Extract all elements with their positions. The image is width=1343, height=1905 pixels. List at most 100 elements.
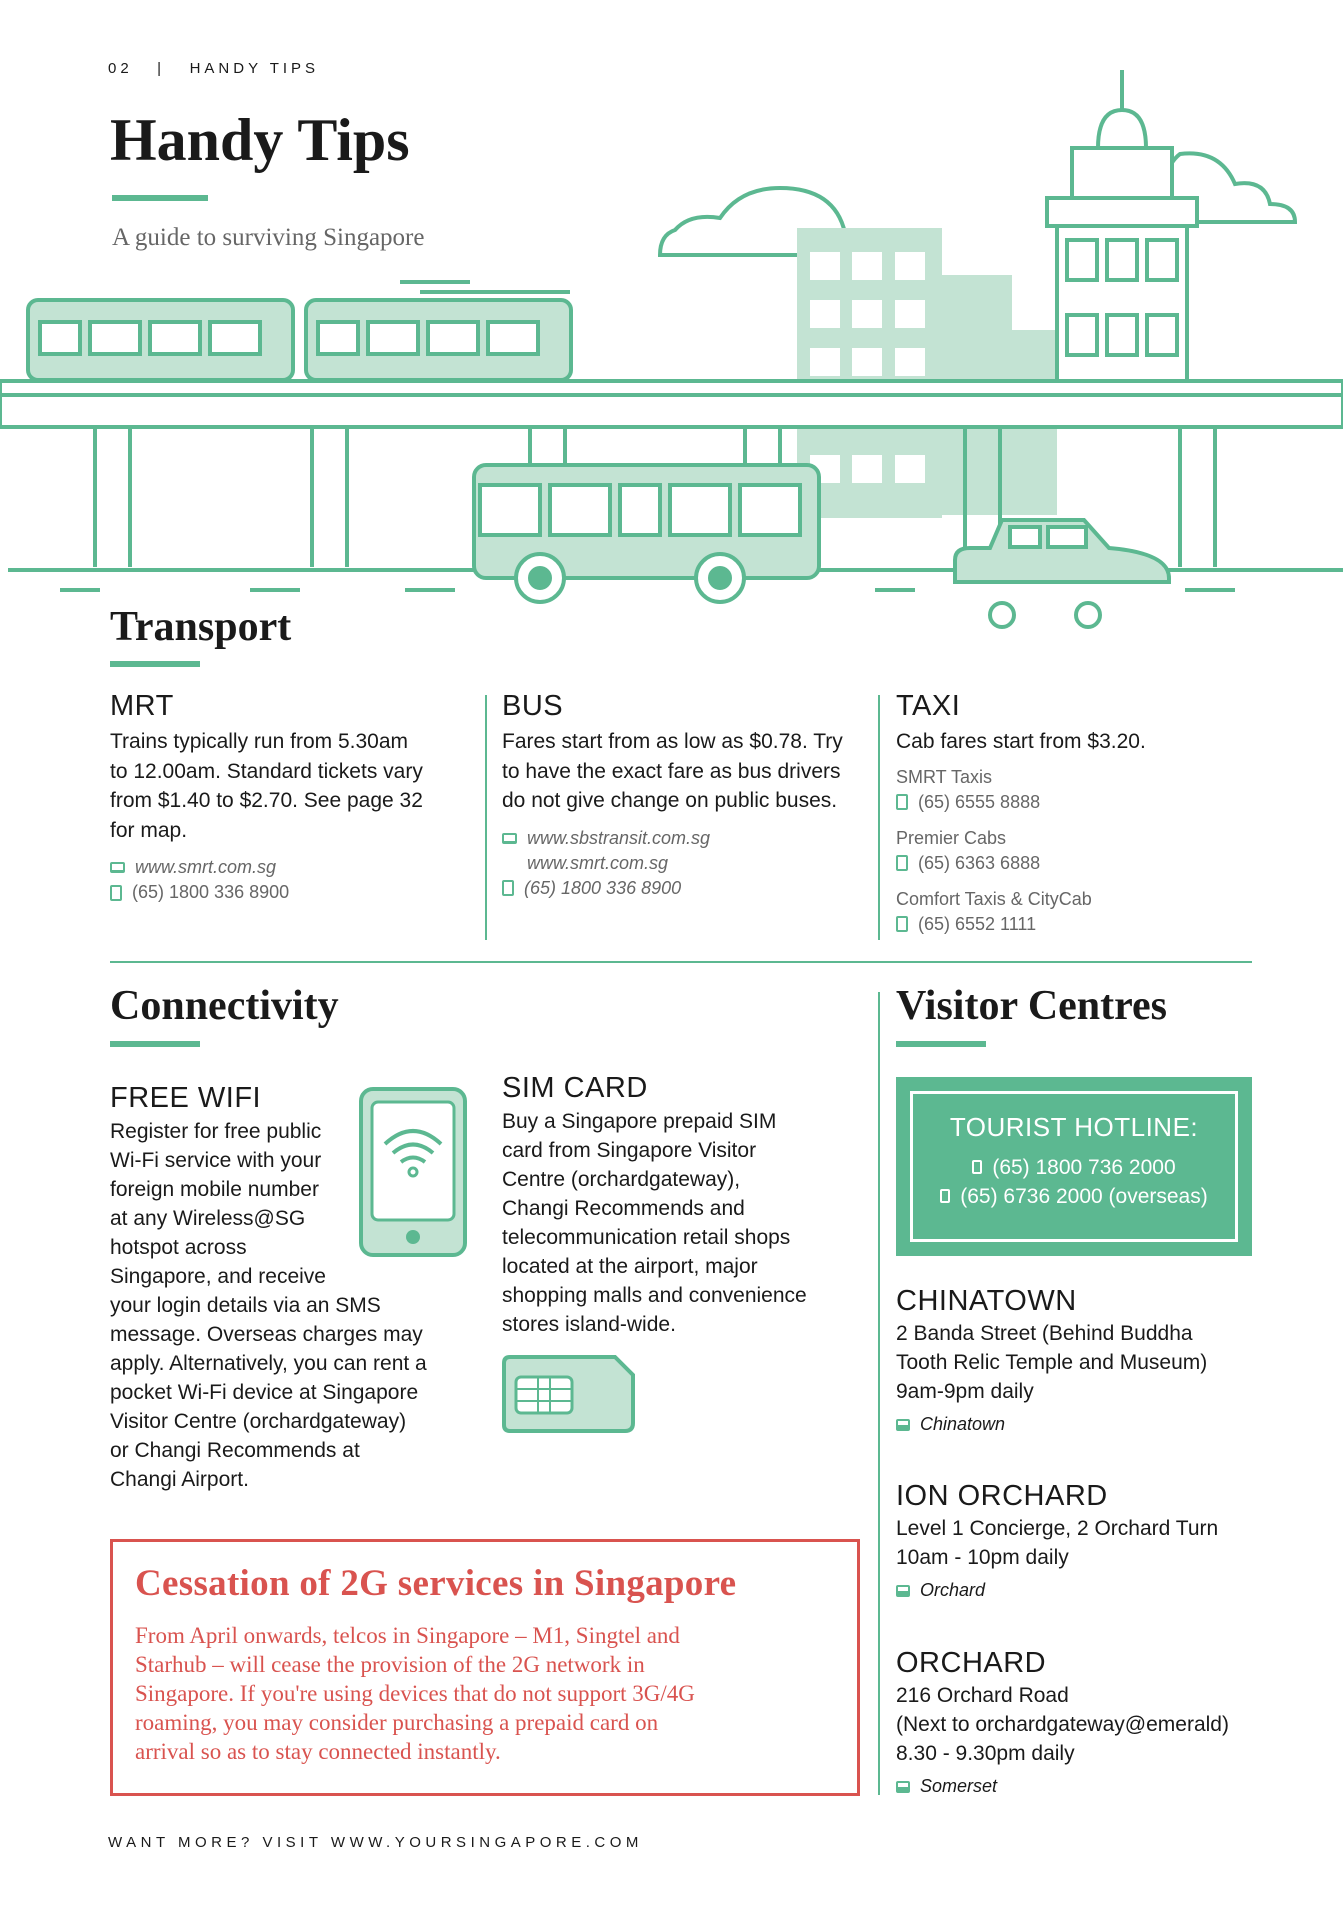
phone-icon (896, 855, 908, 871)
page-header: 02 | HANDY TIPS (108, 60, 320, 77)
taxi-section: TAXI Cab fares start from $3.20. SMRT Ta… (896, 690, 1256, 937)
connectivity-title: Connectivity (110, 983, 339, 1029)
transport-title: Transport (110, 604, 292, 650)
bus-website-link[interactable]: www.sbstransit.com.sg (527, 827, 711, 848)
mrt-section: MRT Trains typically run from 5.30am to … (110, 690, 470, 905)
visitor-centres-title: Visitor Centres (896, 983, 1168, 1029)
page-title: Handy Tips (110, 107, 410, 173)
viaduct (0, 379, 1343, 429)
taxi-heading: TAXI (896, 690, 961, 722)
centre-name: CHINATOWN (896, 1285, 1077, 1317)
sim-body-line: located at the airport, major (502, 1255, 758, 1278)
monitor-icon (110, 862, 125, 873)
mrt-heading: MRT (110, 690, 174, 722)
sim-heading: SIM CARD (502, 1072, 648, 1104)
sim-body-line: Changi Recommends and (502, 1197, 745, 1220)
sim-body-line: card from Singapore Visitor (502, 1139, 757, 1162)
train-icon (896, 1584, 910, 1597)
bus-section: BUS Fares start from as low as $0.78. Tr… (502, 690, 872, 901)
taxi-phone: (65) 6555 8888 (918, 791, 1041, 812)
mrt-station: Chinatown (920, 1414, 1006, 1434)
centre-ion-orchard: ION ORCHARD Level 1 Concierge, 2 Orchard… (896, 1478, 1218, 1603)
column-divider (878, 695, 880, 940)
wifi-body-line: pocket Wi-Fi device at Singapore (110, 1381, 419, 1404)
title-underline (112, 195, 208, 201)
wifi-body-line: or Changi Recommends at (110, 1439, 360, 1462)
centre-line: 9am-9pm daily (896, 1380, 1034, 1403)
bus-icon (472, 463, 821, 604)
taxi-body: Cab fares start from $3.20. (896, 730, 1146, 753)
centre-chinatown: CHINATOWN 2 Banda Street (Behind Buddha … (896, 1283, 1207, 1437)
mrt-website-link[interactable]: www.smrt.com.sg (135, 857, 277, 877)
train-icon (896, 1780, 910, 1793)
bus-website-link[interactable]: www.smrt.com.sg (527, 852, 669, 873)
taxi-phone: (65) 6363 6888 (918, 852, 1041, 873)
centre-line: Level 1 Concierge, 2 Orchard Turn (896, 1517, 1219, 1540)
notice-body-line: Starhub – will cease the provision of th… (135, 1652, 645, 1677)
centre-line: 216 Orchard Road (896, 1684, 1069, 1707)
sim-card-icon (502, 1355, 635, 1433)
connectivity-underline (110, 1041, 200, 1047)
taxi-icon (953, 518, 1171, 629)
phone-icon (896, 794, 908, 810)
wifi-body-line: Singapore, and receive (110, 1265, 326, 1288)
mrt-station: Somerset (920, 1776, 998, 1796)
phone-icon (110, 884, 122, 901)
taxi-company-name: SMRT Taxis (896, 766, 993, 787)
wifi-body-line: your login details via an SMS (110, 1294, 381, 1317)
phone-icon (972, 1160, 983, 1174)
column-divider (485, 695, 487, 940)
notice-body-line: From April onwards, telcos in Singapore … (135, 1623, 680, 1648)
wifi-body-line: Changi Airport. (110, 1468, 249, 1491)
centre-line: (Next to orchardgateway@emerald) (896, 1713, 1229, 1736)
sim-body-line: telecommunication retail shops (502, 1226, 791, 1249)
wifi-phone-icon (359, 1087, 467, 1257)
sim-section: SIM CARD Buy a Singapore prepaid SIM car… (502, 1072, 872, 1339)
centre-orchard: ORCHARD 216 Orchard Road (Next to orchar… (896, 1645, 1229, 1799)
taxi-phone: (65) 6552 1111 (918, 913, 1037, 934)
phone-icon (502, 880, 514, 896)
tower-icon (1045, 70, 1199, 383)
wifi-body-line: at any Wireless@SG (110, 1207, 306, 1230)
bus-body-line: Fares start from as low as $0.78. Try (502, 730, 843, 753)
hotline-phone: (65) 6736 2000 (overseas) (960, 1185, 1208, 1208)
wifi-heading: FREE WIFI (110, 1082, 262, 1114)
notice-body-line: roaming, you may consider purchasing a p… (135, 1710, 659, 1735)
notice-body-line: arrival so as to stay connected instantl… (135, 1739, 501, 1764)
footer-link[interactable]: WANT MORE? VISIT WWW.YOURSINGAPORE.COM (108, 1834, 643, 1851)
bus-body-line: to have the exact fare as bus drivers (502, 759, 841, 783)
wifi-body-line: Register for free public (110, 1120, 322, 1143)
sim-body-line: Buy a Singapore prepaid SIM (502, 1110, 777, 1133)
mrt-body-line: Trains typically run from 5.30am (110, 730, 408, 753)
taxi-company-name: Premier Cabs (896, 827, 1007, 848)
taxi-company-name: Comfort Taxis & CityCab (896, 888, 1092, 909)
centre-line: 8.30 - 9.30pm daily (896, 1742, 1075, 1765)
tourist-hotline-box: TOURIST HOTLINE: (65) 1800 736 2000 (65)… (896, 1077, 1252, 1256)
2g-notice-box: Cessation of 2G services in Singapore Fr… (110, 1539, 860, 1796)
section-divider (110, 961, 1252, 963)
transport-underline (110, 661, 200, 667)
train-icon (896, 1418, 910, 1431)
transport-illustration (0, 70, 1343, 629)
bus-phone: (65) 1800 336 8900 (524, 877, 682, 898)
mrt-phone: (65) 1800 336 8900 (132, 882, 290, 902)
sim-body-line: Centre (orchardgateway), (502, 1168, 741, 1191)
wifi-body-line: hotspot across (110, 1236, 247, 1259)
wifi-body-line: apply. Alternatively, you can rent a (110, 1352, 427, 1375)
notice-title: Cessation of 2G services in Singapore (135, 1563, 737, 1604)
phone-icon (940, 1189, 951, 1203)
wifi-body-line: foreign mobile number (110, 1178, 319, 1201)
train-icon (26, 280, 573, 382)
centre-line: 10am - 10pm daily (896, 1546, 1069, 1569)
page-subtitle: A guide to surviving Singapore (112, 224, 425, 251)
monitor-icon (502, 832, 517, 844)
bus-heading: BUS (502, 690, 564, 722)
centre-line: 2 Banda Street (Behind Buddha (896, 1322, 1193, 1345)
bus-body-line: do not give change on public buses. (502, 789, 838, 812)
wifi-body-line: Wi-Fi service with your (110, 1149, 322, 1172)
mrt-station: Orchard (920, 1580, 986, 1600)
centre-line: Tooth Relic Temple and Museum) (896, 1351, 1208, 1374)
centre-name: ORCHARD (896, 1647, 1047, 1679)
sim-body-line: shopping malls and convenience (502, 1284, 807, 1307)
phone-icon (896, 916, 908, 932)
